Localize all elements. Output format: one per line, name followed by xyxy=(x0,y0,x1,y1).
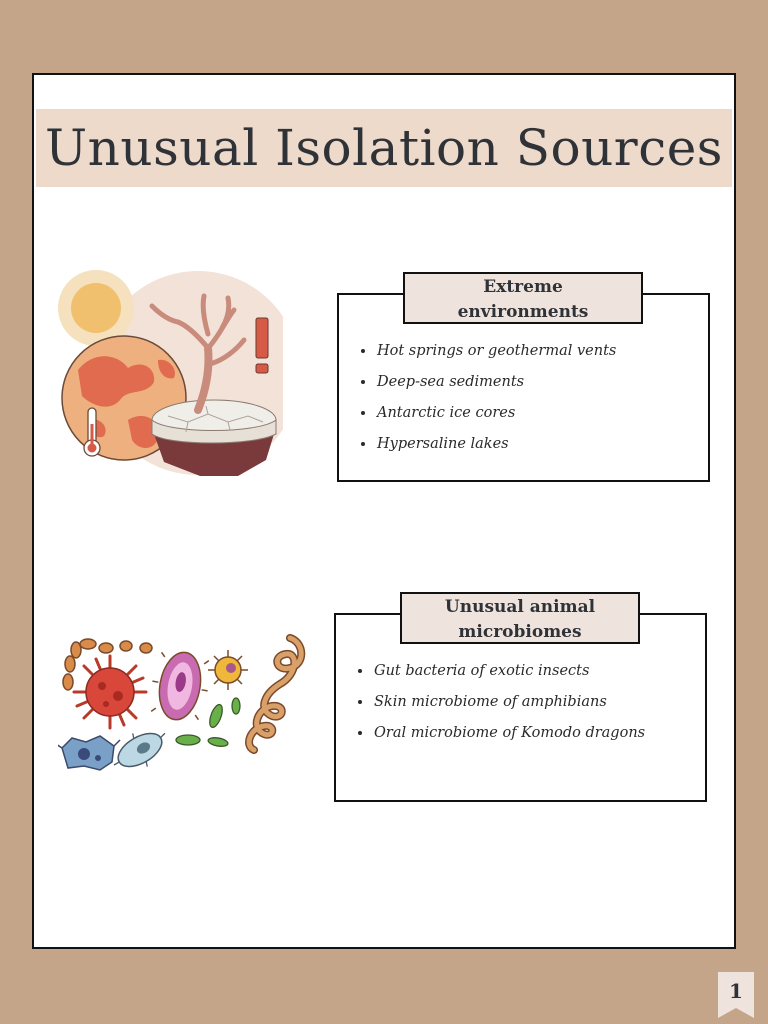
heading-line: microbiomes xyxy=(458,622,582,642)
dry-earth-climate-illustration xyxy=(58,270,283,476)
title-band: Unusual Isolation Sources xyxy=(36,109,732,187)
list-item: Hot springs or geothermal vents xyxy=(359,341,616,372)
list-item: Gut bacteria of exotic insects xyxy=(356,661,645,692)
heading-line: Unusual animal xyxy=(444,597,596,617)
extreme-environments-card: Hot springs or geothermal vents Deep-sea… xyxy=(337,293,710,482)
heading-line: Extreme xyxy=(483,277,563,297)
bookmark-icon xyxy=(718,972,754,1018)
list-item: Antarctic ice cores xyxy=(359,403,616,434)
list-item: Deep-sea sediments xyxy=(359,372,616,403)
heading-line: environments xyxy=(457,302,589,322)
microbes-illustration xyxy=(58,634,306,771)
page-sheet: Unusual Isolation Sources xyxy=(32,73,736,949)
list-item: Hypersaline lakes xyxy=(359,434,616,465)
page-title: Unusual Isolation Sources xyxy=(45,119,723,177)
list-item: Oral microbiome of Komodo dragons xyxy=(356,723,645,754)
animal-microbiomes-list: Gut bacteria of exotic insects Skin micr… xyxy=(356,661,645,754)
extreme-environments-list: Hot springs or geothermal vents Deep-sea… xyxy=(359,341,616,465)
page-number-badge: 1 xyxy=(718,972,754,1018)
animal-microbiomes-heading: Unusual animal microbiomes xyxy=(400,592,640,644)
page-number: 1 xyxy=(729,979,743,1003)
extreme-environments-heading: Extreme environments xyxy=(403,272,643,324)
animal-microbiomes-card: Gut bacteria of exotic insects Skin micr… xyxy=(334,613,707,802)
list-item: Skin microbiome of amphibians xyxy=(356,692,645,723)
